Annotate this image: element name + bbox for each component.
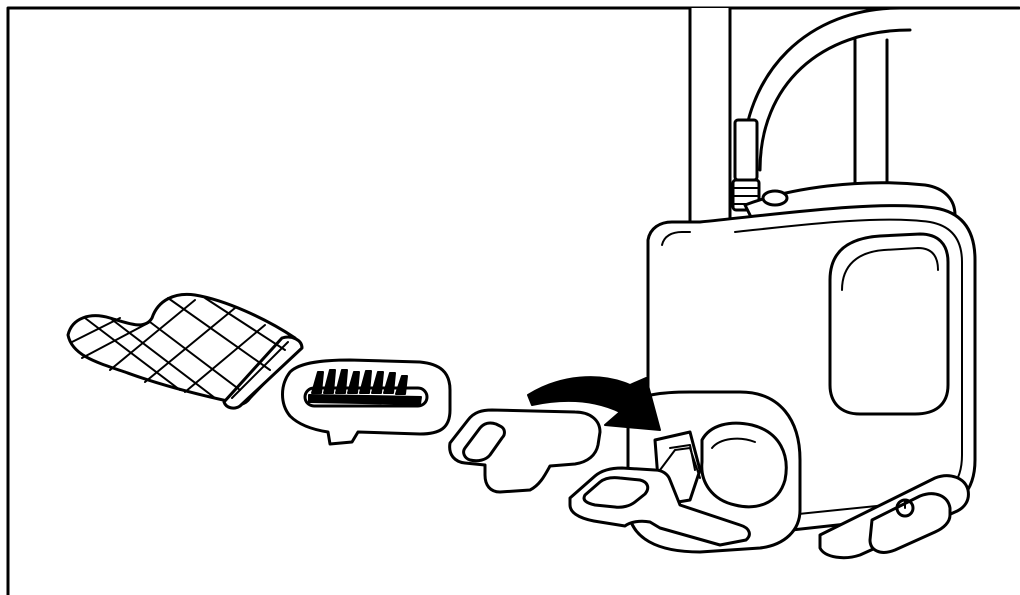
oven-mitt-icon: [68, 294, 302, 408]
garment-steamer: [628, 8, 975, 558]
descaling-brush: [283, 360, 451, 444]
pad-plate: [450, 410, 600, 492]
